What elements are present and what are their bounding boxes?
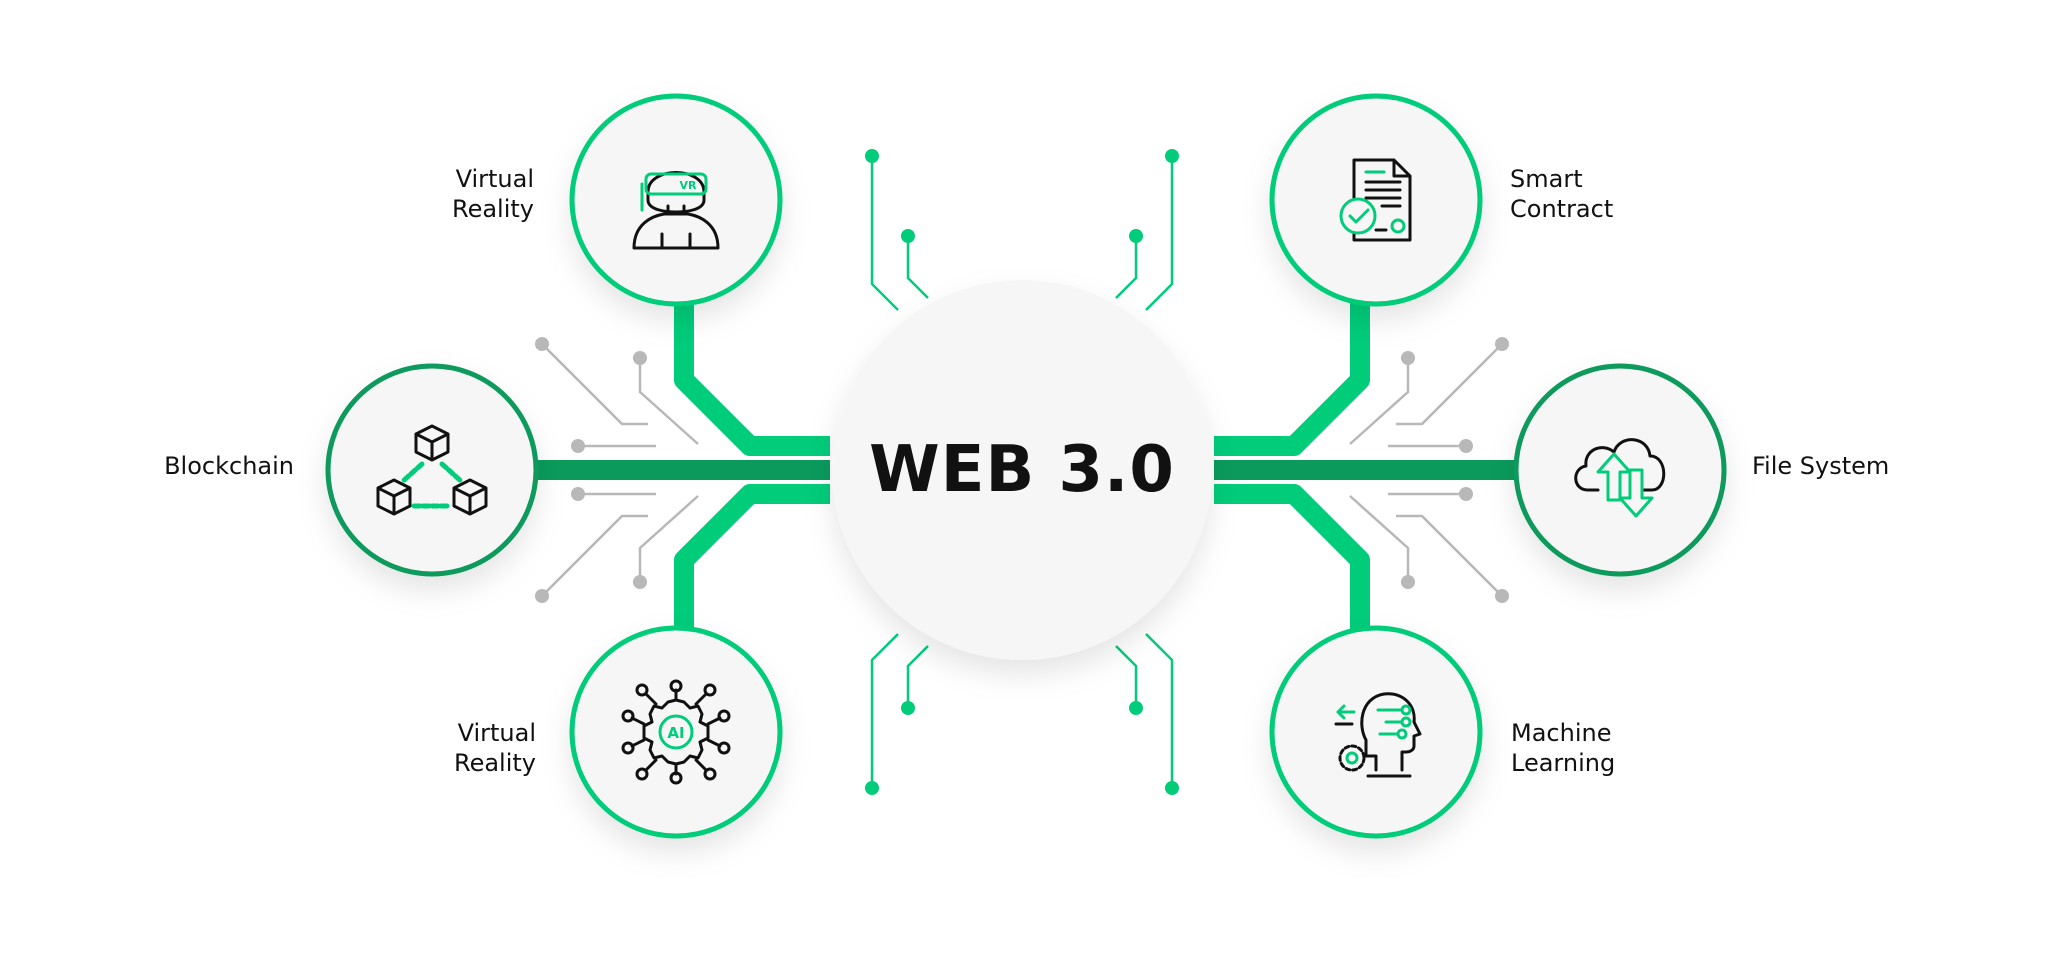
blockchain-icon [376,424,488,516]
machine-learning-icon [1334,692,1422,778]
hub-title: WEB 3.0 [869,433,1175,507]
connector-top-right [1214,290,1370,456]
connector-top-left [674,290,830,456]
svg-text:VR: VR [680,179,698,192]
vr-headset-icon: VR [632,171,720,250]
node-label-machine-learning: Machine Learning [1511,719,1616,777]
node-blockchain[interactable] [325,363,539,577]
node-smart-contract[interactable] [1269,93,1483,307]
node-label-virtual-reality-top: Virtual Reality [451,165,534,223]
node-label-file-system: File System [1752,452,1890,480]
svg-text:AI: AI [667,724,684,742]
ai-chip-icon: AI [621,679,731,785]
green-circuit-dots [865,149,1179,795]
node-machine-learning[interactable] [1269,625,1483,839]
connector-bottom-left [674,484,830,650]
green-circuit-traces [870,156,1174,788]
node-label-virtual-reality-bottom: Virtual Reality [453,719,536,777]
node-virtual-reality-bottom[interactable] [569,625,783,839]
node-label-smart-contract: Smart Contract [1510,165,1614,223]
hub-circle [832,280,1212,660]
connector-bottom-right [1214,484,1370,650]
gray-circuit-traces [541,343,1503,597]
node-file-system[interactable] [1513,363,1727,577]
gray-circuit-dots [535,337,1509,603]
node-virtual-reality-top[interactable] [569,93,783,307]
node-label-blockchain: Blockchain [164,452,294,480]
smart-contract-icon [1339,158,1412,242]
node-connectors [520,290,1524,650]
cloud-transfer-icon [1574,438,1666,518]
